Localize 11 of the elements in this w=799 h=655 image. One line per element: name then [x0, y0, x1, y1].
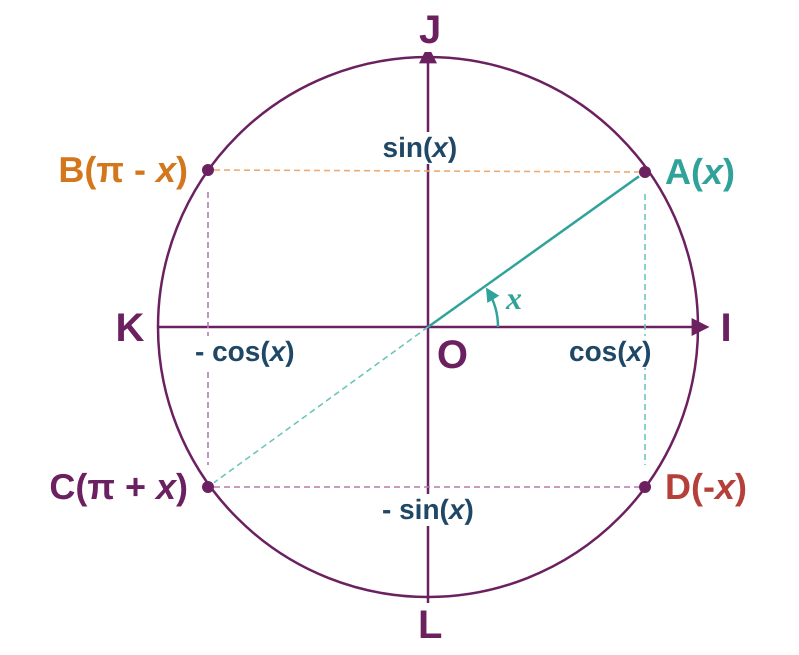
point-label: A(x) [665, 154, 736, 190]
dashed-line [207, 192, 209, 465]
dashed-line [214, 169, 639, 173]
dashed-line [214, 486, 639, 488]
dashed-line [644, 194, 646, 465]
point-label: D(-x) [665, 469, 748, 505]
line-segment [427, 175, 640, 328]
point-label: O [436, 335, 468, 375]
point-label: C(π + x) [49, 469, 188, 505]
dashed-line [214, 326, 428, 484]
point-label: B(π - x) [58, 152, 188, 188]
